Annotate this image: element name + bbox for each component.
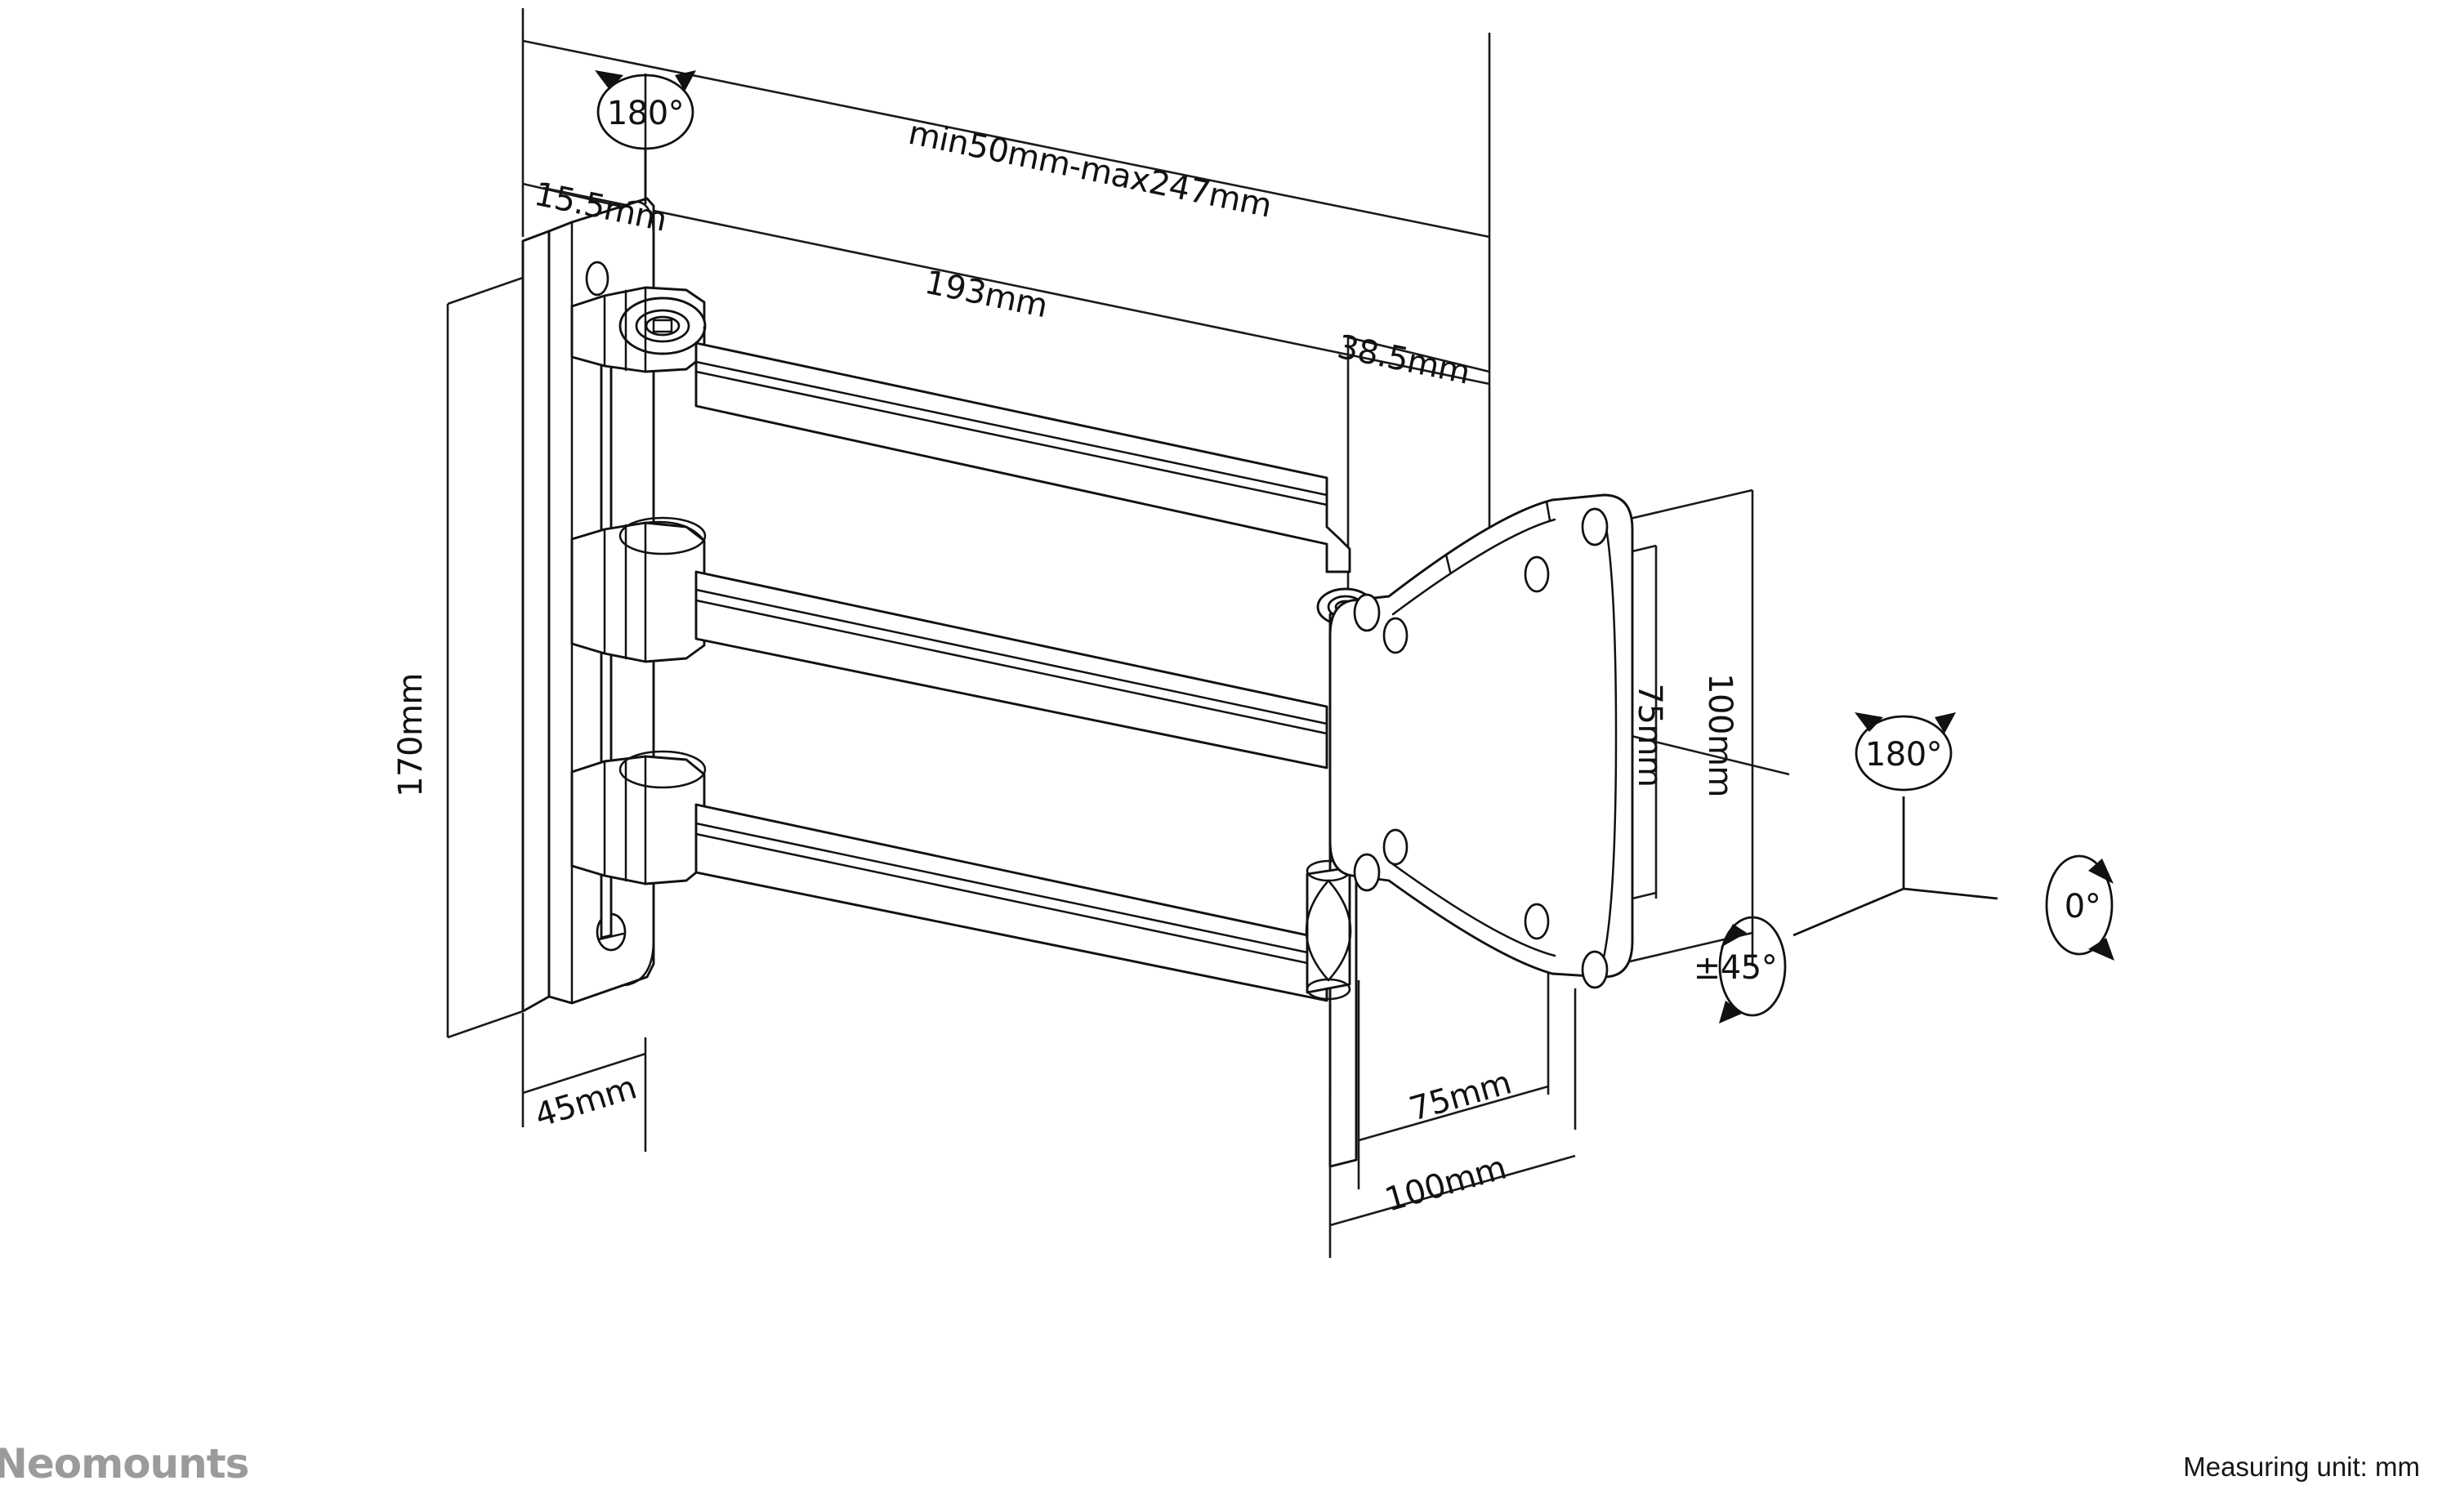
axis-left-down — [1792, 887, 1904, 937]
rotation-0-ellipse — [2045, 854, 2114, 956]
rotation-0-arrow-top — [2088, 859, 2114, 884]
vesa-hole-75-top-right — [1524, 555, 1550, 593]
dim-line-38-5mm — [1347, 336, 1490, 373]
rotation-180-plate-arrow-left — [1855, 712, 1883, 732]
wall-plate-bottom-right-round — [624, 938, 655, 987]
rotation-45-ellipse — [1718, 916, 1787, 1017]
dim-line-vesa-h-100 — [1329, 1154, 1576, 1227]
hinge-knuckle-bot-cap — [618, 750, 707, 789]
vesa-hole-100-bottom-right — [1581, 950, 1609, 989]
label-193mm: 193mm — [922, 264, 1051, 326]
axis-right — [1903, 887, 1998, 900]
dim-line-45mm — [522, 1052, 646, 1095]
label-38-5mm: 38.5mm — [1334, 328, 1473, 392]
axis-rotation-diagram: 180° ±45° 0° — [1694, 712, 2114, 1024]
tilt-barrel — [1306, 866, 1351, 994]
vesa-plate-face — [1328, 493, 1634, 979]
rotation-symbol-wall-180: 180° — [595, 70, 696, 204]
rotation-180-plate-label: 180° — [1865, 736, 1942, 774]
tilt-barrel-curve — [1327, 879, 1352, 982]
arm-bar-middle — [694, 570, 1328, 769]
vesa-hole-100-bottom-left — [1353, 853, 1381, 892]
wall-hinge-assembly — [570, 286, 707, 939]
vesa-hole-100-top-right — [1581, 507, 1609, 546]
rotation-0-label: 0° — [2065, 888, 2101, 925]
wall-plate-hole-upper — [585, 261, 609, 297]
rotation-45-label: ±45° — [1694, 949, 1777, 987]
arm-bar-middle-highlight2 — [694, 599, 1328, 735]
label-170mm: 170mm — [392, 673, 430, 797]
label-vesa-75mm-vertical: 75mm — [1631, 684, 1668, 787]
brand-logo: Neomounts — [0, 1440, 249, 1487]
vesa-hole-100-top-left — [1353, 593, 1381, 632]
vesa-plate-bevel-tick2 — [1444, 553, 1452, 573]
vesa-hole-75-top-left — [1382, 617, 1409, 654]
rotation-180-wall-arrow-right — [675, 70, 696, 91]
hinge-knuckle-mid-top-round — [644, 520, 706, 542]
vesa-plate-bottom-bevel — [1391, 863, 1556, 957]
vesa-plate-top-bevel — [1387, 498, 1554, 598]
ext-line-170-bottom-leader — [447, 1010, 524, 1039]
vesa-plate — [1328, 493, 1634, 989]
dim-line-vesa-h-75 — [1358, 1085, 1549, 1142]
rotation-180-plate-ellipse — [1855, 715, 1953, 792]
arm-bar-middle-highlight1 — [694, 588, 1328, 725]
label-extension-range: min50mm-max247mm — [905, 114, 1275, 225]
vesa-hole-75-bottom-right — [1524, 903, 1550, 940]
arm-bar-upper-highlight2 — [694, 370, 1328, 506]
hinge-knuckle-mid-cap — [618, 516, 707, 555]
label-45mm: 45mm — [530, 1068, 641, 1135]
arm-bar-lower — [694, 803, 1328, 1002]
arm-bar-upper — [694, 341, 1351, 573]
rotation-180-plate-arrow-right — [1935, 712, 1956, 734]
wall-plate-top-right-round — [627, 200, 655, 239]
hinge-knuckle-bottom — [570, 755, 706, 885]
vesa-plate-top-bevel2 — [1391, 518, 1556, 616]
label-vesa-100mm-horizontal: 100mm — [1381, 1149, 1511, 1220]
ext-line-170-top-leader — [447, 276, 524, 306]
tilt-barrel-curve2 — [1305, 879, 1330, 982]
hinge-knuckle-top-screw — [652, 319, 673, 333]
vesa-plate-bevel-tick1 — [1545, 500, 1551, 522]
arm-bar-lower-highlight1 — [694, 822, 1328, 958]
articulating-arm — [694, 341, 1351, 1002]
measuring-unit-note: Measuring unit: mm — [2183, 1452, 2420, 1482]
hinge-knuckle-middle — [570, 521, 706, 663]
rotation-45-arrow-bottom — [1719, 1001, 1743, 1024]
label-vesa-75mm-horizontal: 75mm — [1405, 1064, 1516, 1128]
arm-bar-upper-highlight1 — [694, 360, 1328, 497]
dim-line-193mm — [542, 186, 1490, 386]
wall-plate-side-face — [521, 230, 551, 1013]
vesa-hole-75-bottom-left — [1382, 828, 1409, 866]
rotation-180-wall-label: 180° — [607, 95, 684, 132]
rotation-0-arrow-bottom — [2088, 938, 2114, 961]
rotation-45-arrow-top — [1721, 924, 1747, 948]
label-vesa-100mm-vertical: 100mm — [1701, 673, 1739, 797]
rotation-180-wall-arrow-left — [595, 70, 623, 90]
vesa-plate-right-contour — [1602, 513, 1618, 959]
arm-bar-lower-highlight2 — [694, 832, 1328, 969]
